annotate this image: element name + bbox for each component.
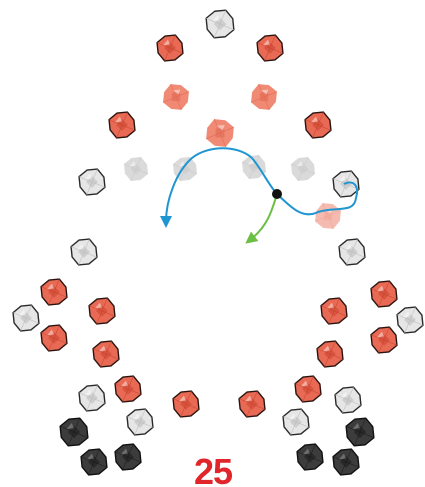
gem-icon[interactable]: [126, 408, 154, 436]
gem-icon[interactable]: [246, 79, 283, 116]
gem-icon[interactable]: [92, 340, 120, 368]
gem-icon[interactable]: [294, 375, 322, 403]
gem-icon[interactable]: [108, 111, 136, 139]
gem-icon[interactable]: [396, 306, 424, 334]
gem-icon[interactable]: [172, 390, 200, 418]
gem-icon[interactable]: [59, 417, 89, 447]
gem-icon[interactable]: [256, 34, 284, 62]
gem-icon[interactable]: [334, 386, 362, 414]
gem-icon[interactable]: [320, 297, 348, 325]
gem-icon[interactable]: [158, 79, 195, 116]
gem-icon[interactable]: [40, 278, 68, 306]
blue-pivot-path: [251, 157, 358, 216]
green-move-arrow: [245, 193, 278, 244]
move-counter: 25: [193, 451, 233, 487]
gem-icon[interactable]: [332, 448, 360, 476]
gem-icon[interactable]: [78, 168, 106, 196]
gem-icon[interactable]: [40, 324, 68, 352]
gem-icon[interactable]: [304, 111, 332, 139]
gem-icon: [290, 156, 316, 182]
gem-icon[interactable]: [296, 443, 324, 471]
gem-icon[interactable]: [80, 448, 108, 476]
gem-icon[interactable]: [370, 326, 398, 354]
gem-icon[interactable]: [78, 384, 106, 412]
gem-icon: [123, 156, 149, 182]
gem-icon[interactable]: [338, 238, 366, 266]
pivot-dot-icon: [272, 189, 282, 199]
gem-icon[interactable]: [12, 304, 40, 332]
blue-move-arrow: [160, 147, 253, 228]
gem-icon[interactable]: [114, 443, 142, 471]
gem-icon[interactable]: [205, 9, 235, 39]
gem-icon[interactable]: [316, 340, 344, 368]
gem-icon[interactable]: [345, 417, 375, 447]
gem-icon[interactable]: [156, 34, 184, 62]
gem-icon[interactable]: [200, 113, 239, 152]
gem-icon[interactable]: [282, 408, 310, 436]
gem-icon[interactable]: [370, 280, 398, 308]
gem-icon: [314, 202, 342, 230]
gem-icon[interactable]: [70, 238, 98, 266]
gem-icon[interactable]: [238, 390, 266, 418]
gem-icon[interactable]: [114, 375, 142, 403]
gem-icon[interactable]: [88, 297, 116, 325]
gem-icon: [241, 154, 267, 180]
